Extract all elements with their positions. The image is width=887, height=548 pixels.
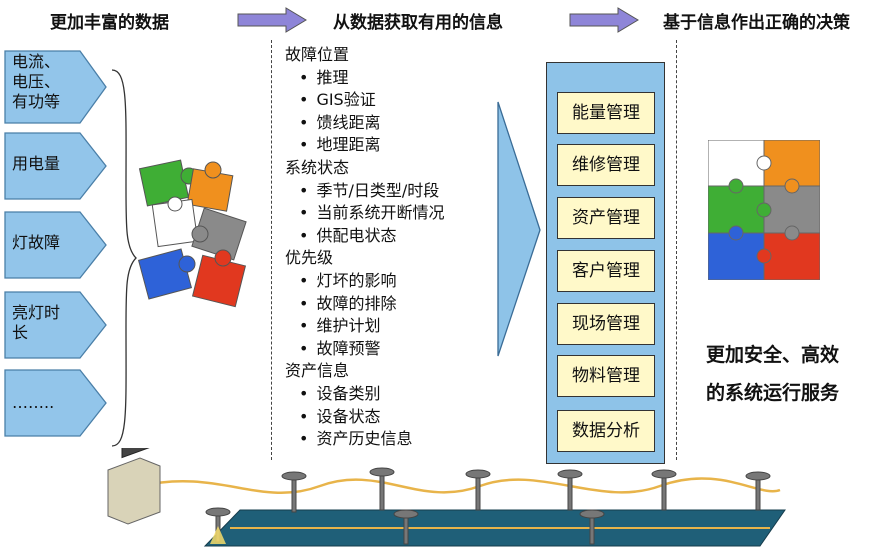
data-source-electrical: 电流、 电压、 有功等 (4, 50, 107, 124)
header-more-data: 更加丰富的数据 (50, 13, 169, 33)
info-item: GIS验证 (285, 89, 444, 112)
info-item: 灯坏的影响 (285, 270, 444, 293)
flow-arrow-1 (237, 7, 307, 33)
info-item: 供配电状态 (285, 225, 444, 248)
data-source-lighting-hours: 亮灯时 长 (4, 291, 107, 359)
info-item: 馈线距离 (285, 112, 444, 135)
grouping-brace (111, 69, 137, 447)
flow-arrow-2 (569, 7, 639, 33)
info-item: 故障预警 (285, 338, 444, 361)
header-extract-info: 从数据获取有用的信息 (333, 13, 503, 33)
info-item: 推理 (285, 67, 444, 90)
module-customer: 客户管理 (557, 250, 655, 292)
info-item: 设备状态 (285, 406, 444, 429)
info-list: 故障位置 推理 GIS验证 馈线距离 地理距离 系统状态 季节/日类型/时段 当… (285, 44, 444, 451)
result-line-2: 的系统运行服务 (706, 382, 840, 404)
module-energy: 能量管理 (557, 92, 655, 134)
module-material: 物料管理 (557, 355, 655, 397)
data-source-label: 亮灯时 长 (12, 303, 61, 342)
control-cabinet-icon (107, 448, 161, 525)
result-line-1: 更加安全、高效 (706, 344, 840, 366)
module-analytics: 数据分析 (557, 410, 655, 452)
info-item: 设备类别 (285, 383, 444, 406)
scattered-puzzle-icon (137, 159, 247, 308)
info-category: 故障位置 (285, 45, 350, 64)
module-field: 现场管理 (557, 303, 655, 345)
street-lighting-illustration (107, 448, 786, 547)
data-source-lamp-fault: 灯故障 (4, 211, 107, 279)
info-item: 当前系统开断情况 (285, 202, 444, 225)
separator-left (271, 40, 272, 460)
info-item: 地理距离 (285, 134, 444, 157)
info-item: 维护计划 (285, 315, 444, 338)
info-item: 季节/日类型/时段 (285, 180, 444, 203)
info-item: 故障的排除 (285, 293, 444, 316)
header-decisions: 基于信息作出正确的决策 (663, 13, 850, 33)
data-source-consumption: 用电量 (4, 132, 107, 200)
module-asset: 资产管理 (557, 197, 655, 239)
separator-right (676, 40, 677, 460)
info-item: 资产历史信息 (285, 428, 444, 451)
module-maintenance: 维修管理 (557, 144, 655, 186)
completed-puzzle-icon (708, 140, 820, 280)
data-source-label: 灯故障 (12, 233, 61, 252)
data-source-label: 电流、 电压、 有功等 (12, 52, 61, 111)
funnel-arrow (497, 101, 541, 357)
data-source-more: …….. (4, 369, 107, 437)
data-source-label: 用电量 (12, 154, 61, 173)
data-source-label: …….. (12, 393, 55, 412)
info-category: 系统状态 (285, 157, 350, 177)
info-category: 资产信息 (285, 361, 350, 381)
info-category: 优先级 (285, 248, 334, 268)
